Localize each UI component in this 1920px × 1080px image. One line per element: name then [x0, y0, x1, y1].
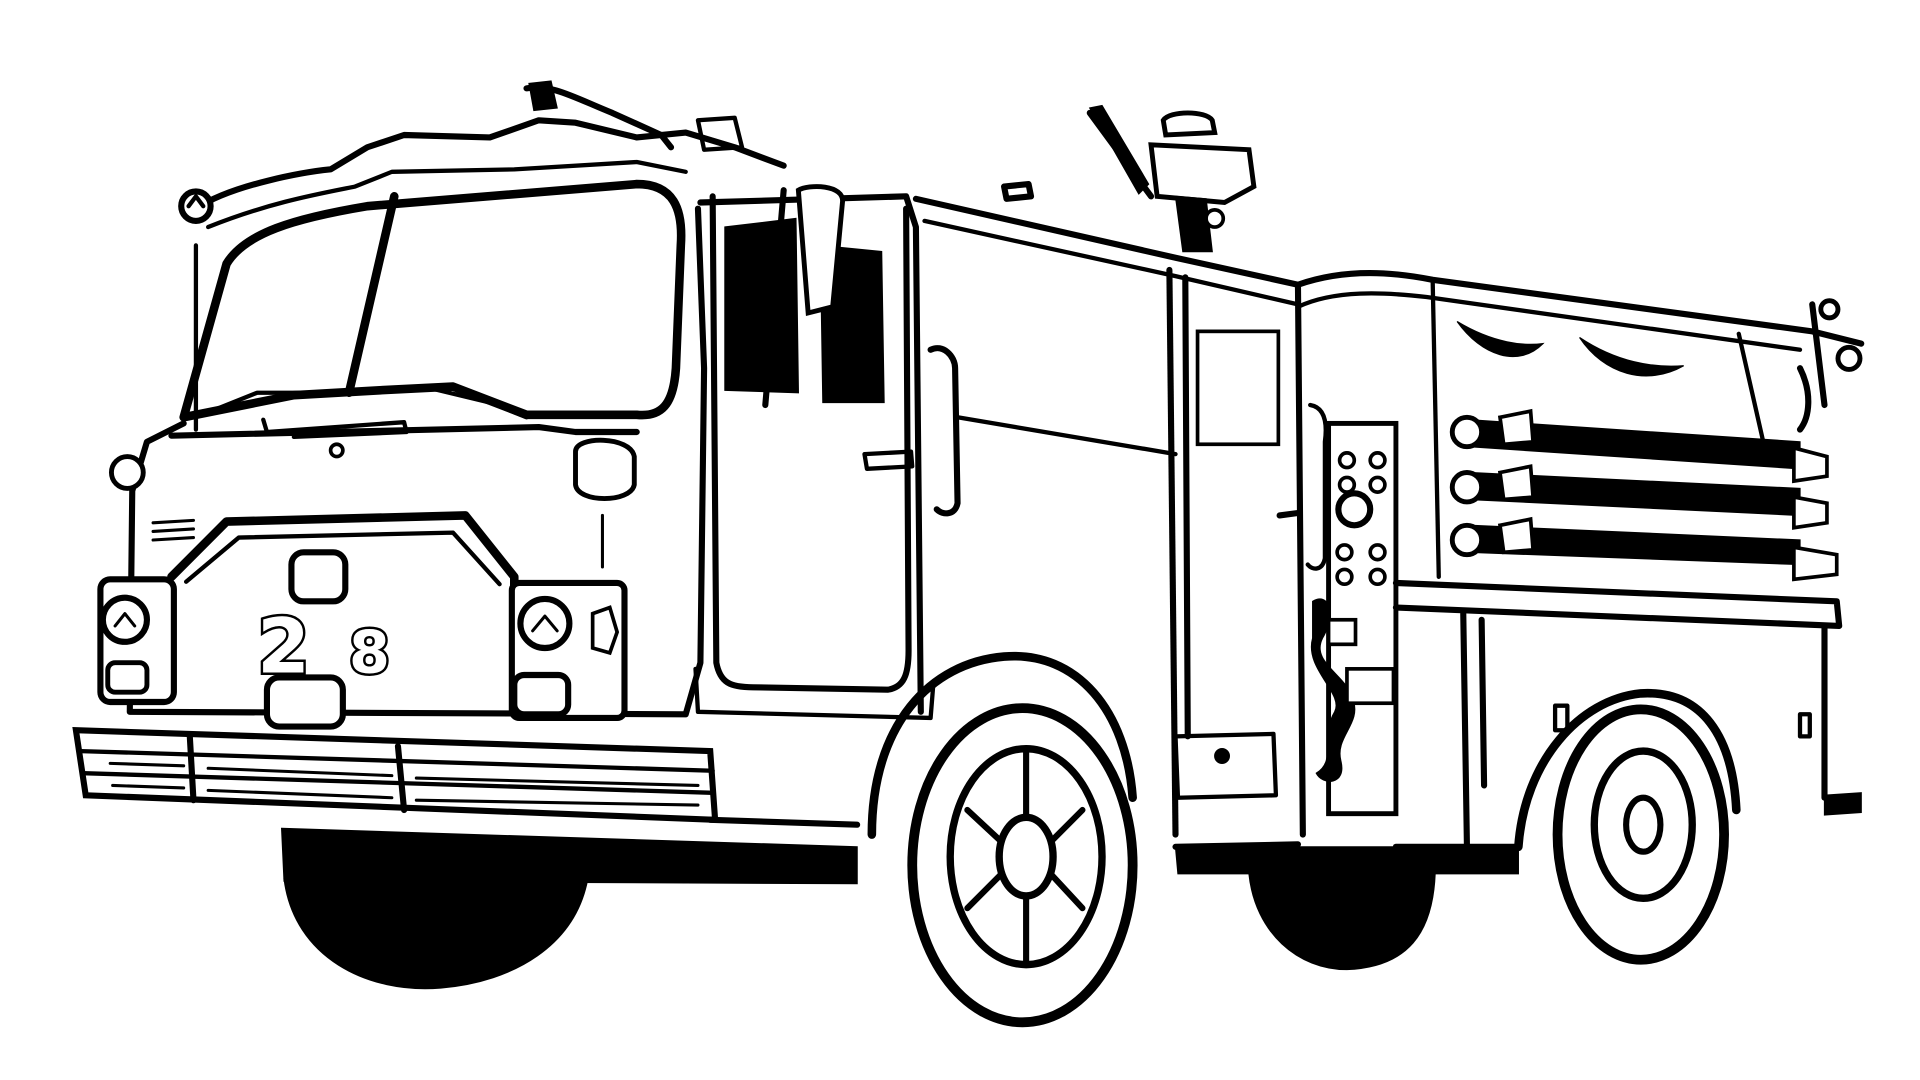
cab-roof [178, 80, 787, 230]
unit-number-right: 8 [349, 617, 390, 686]
compartment-body [912, 181, 1328, 838]
pump-panel [1276, 420, 1399, 817]
side-skirt [707, 816, 1302, 850]
cab-door [693, 184, 961, 721]
windshield [179, 179, 686, 440]
front-bumper [72, 727, 719, 824]
rear-wheel [1248, 689, 1741, 971]
unit-number-left: 2 [257, 601, 310, 690]
unit-number-plate: 2 8 [255, 549, 392, 730]
preconnect-hoses [1449, 408, 1839, 582]
front-wheel [283, 651, 1138, 1028]
rear-body [1392, 579, 1843, 850]
undercarriage [280, 792, 1862, 885]
headlights [97, 576, 628, 722]
hose-bed [1086, 104, 1865, 579]
